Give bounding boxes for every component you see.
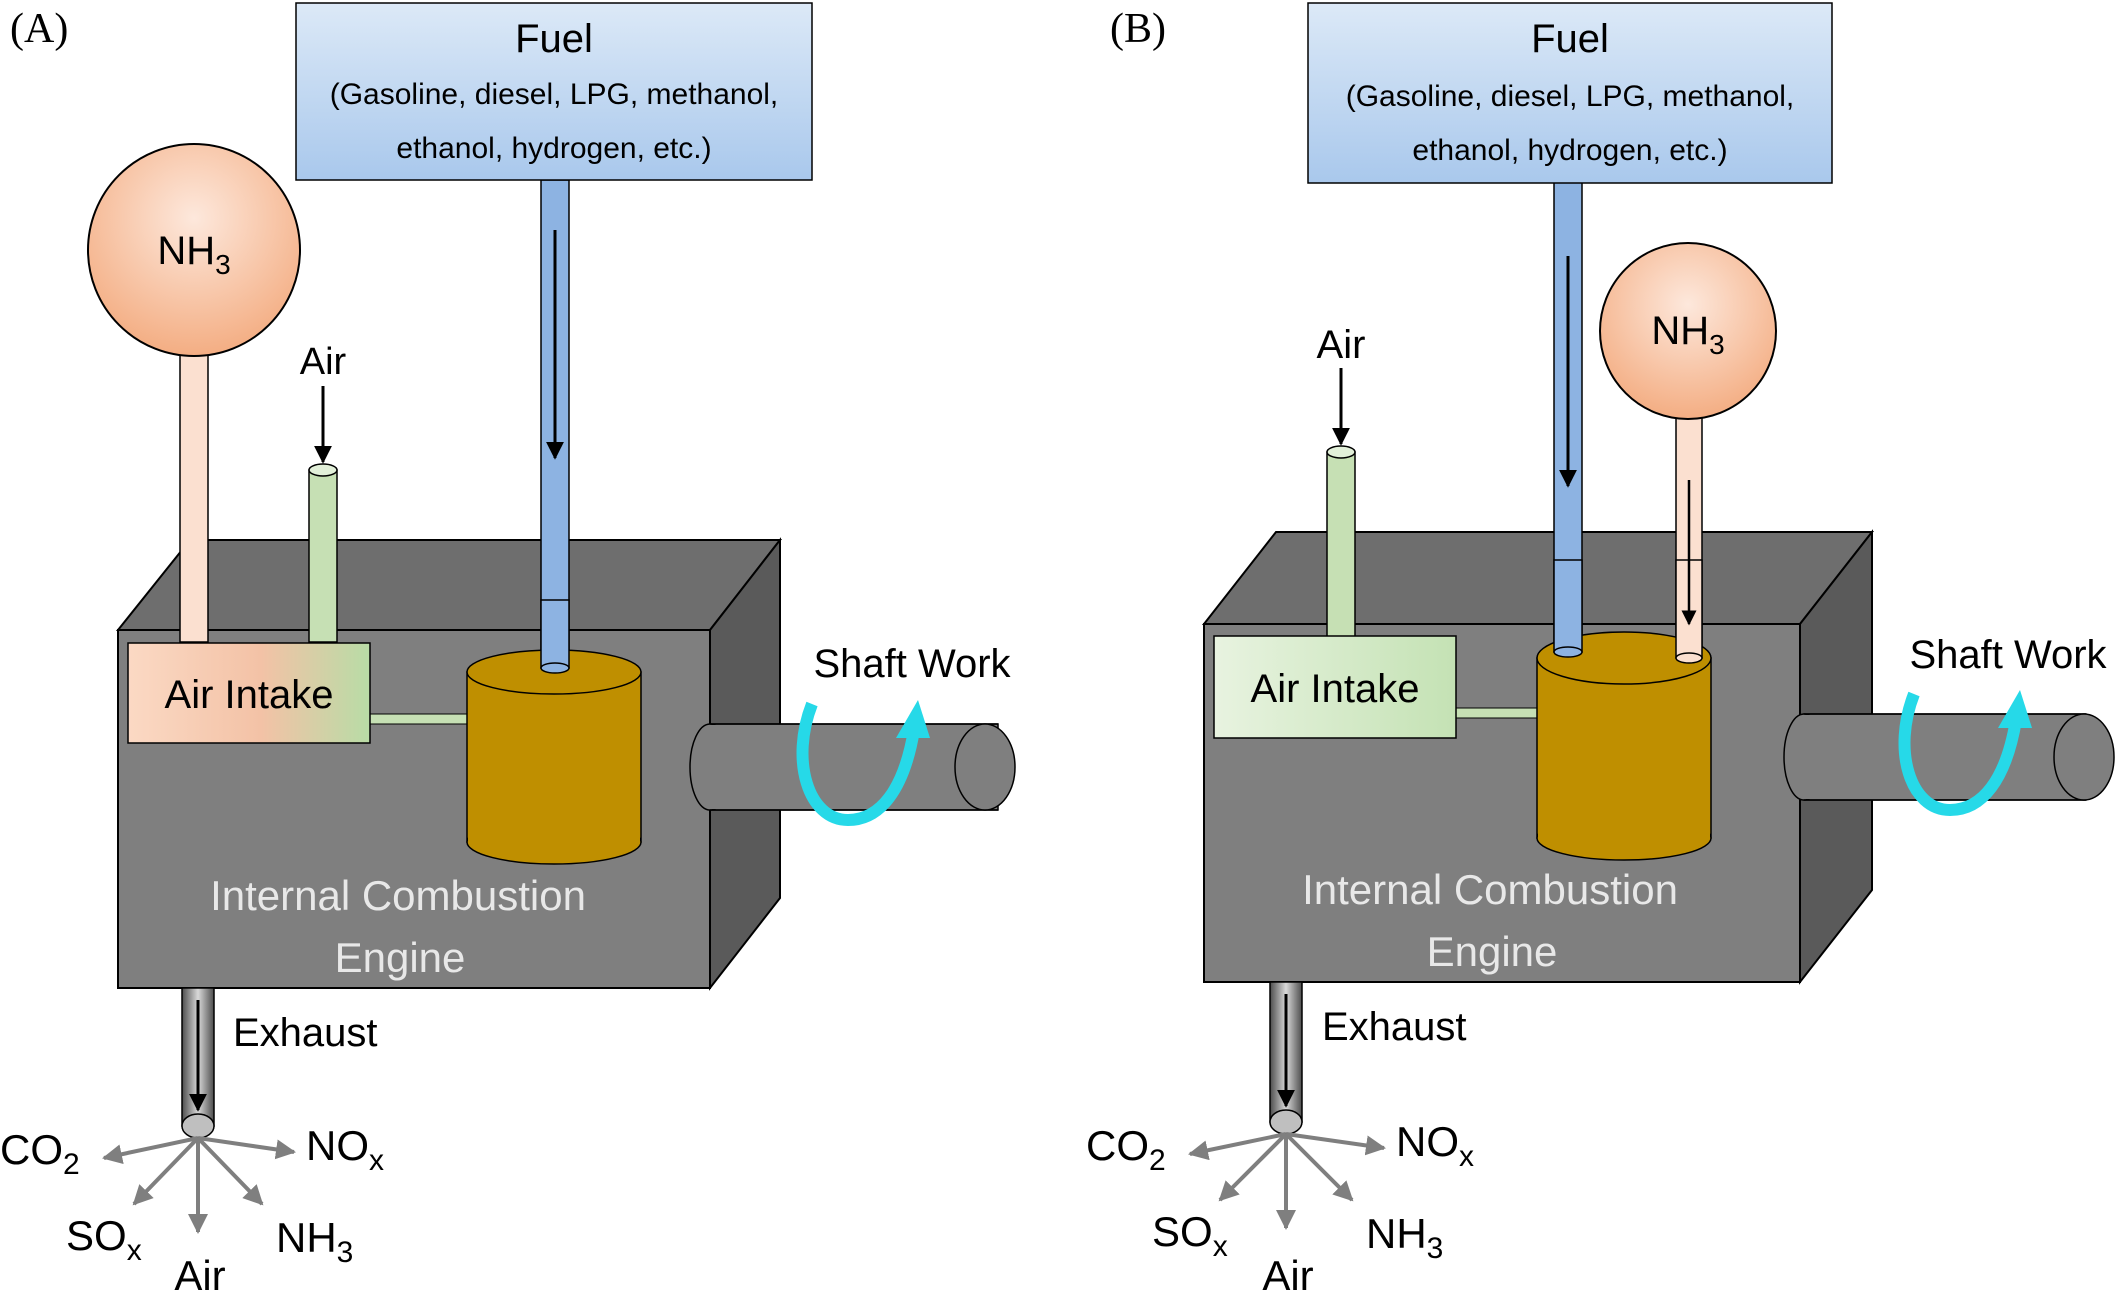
air-intake-label-b: Air Intake bbox=[1251, 667, 1420, 711]
emission-arrow-nh3-a bbox=[196, 1136, 264, 1206]
panel-a-tag: (A) bbox=[10, 6, 68, 52]
fuel-line1-a: (Gasoline, diesel, LPG, methanol, bbox=[330, 78, 779, 111]
shaft-rotation-arrow-a bbox=[796, 700, 930, 827]
air-intake-label-a: Air Intake bbox=[165, 673, 334, 717]
engine-block-a bbox=[115, 537, 783, 991]
air-label-a: Air bbox=[300, 341, 347, 383]
panel-a: (A) Air NH3 bbox=[0, 2, 1016, 1296]
fuel-box-a: Fuel (Gasoline, diesel, LPG, methanol, e… bbox=[295, 2, 813, 181]
emission-sox-b: SOx bbox=[1152, 1208, 1228, 1263]
exhaust-label-b: Exhaust bbox=[1322, 1005, 1467, 1049]
nh3-tank-label-a: NH3 bbox=[157, 229, 230, 280]
emission-arrow-sox-a bbox=[132, 1136, 200, 1206]
emission-nox-a: NOx bbox=[306, 1122, 384, 1177]
emission-co2-b: CO2 bbox=[1086, 1122, 1166, 1177]
fuel-line2-b: ethanol, hydrogen, etc.) bbox=[1412, 134, 1727, 167]
fuel-pipe-a bbox=[540, 179, 570, 674]
air-pipe-a bbox=[308, 386, 338, 643]
exhaust-pipe-b bbox=[1269, 981, 1303, 1135]
engine-label-line1-b: Internal Combustion bbox=[1302, 866, 1678, 913]
fuel-title-a: Fuel bbox=[515, 17, 593, 61]
emission-air-b: Air bbox=[1262, 1252, 1313, 1296]
air-pipe-b bbox=[1326, 368, 1356, 639]
air-label-b: Air bbox=[1317, 323, 1366, 367]
nh3-tank-b: NH3 bbox=[1599, 242, 1777, 420]
emission-arrow-co2-a bbox=[102, 1136, 199, 1165]
emission-air-a: Air bbox=[174, 1252, 225, 1296]
fuel-line1-b: (Gasoline, diesel, LPG, methanol, bbox=[1346, 80, 1795, 113]
combustion-cylinder-a bbox=[466, 599, 642, 865]
shaft-a bbox=[689, 723, 1016, 811]
engine-label-line2-a: Engine bbox=[335, 934, 466, 981]
panel-b-tag: (B) bbox=[1110, 6, 1166, 52]
emission-nh3-a: NH3 bbox=[276, 1214, 353, 1269]
intake-connector-b bbox=[1455, 707, 1543, 719]
shaft-work-label-a: Shaft Work bbox=[813, 642, 1011, 686]
emission-nh3-b: NH3 bbox=[1366, 1210, 1443, 1265]
emission-arrow-nh3-b bbox=[1284, 1132, 1354, 1202]
air-intake-b: Air Intake bbox=[1213, 635, 1457, 739]
emission-arrows-b bbox=[1188, 1132, 1386, 1230]
exhaust-pipe-a bbox=[181, 987, 215, 1139]
fuel-title-b: Fuel bbox=[1531, 17, 1609, 61]
combustion-cylinder-b bbox=[1536, 559, 1712, 861]
shaft-b bbox=[1783, 713, 2115, 801]
emission-co2-a: CO2 bbox=[0, 1126, 80, 1181]
fuel-line2-a: ethanol, hydrogen, etc.) bbox=[396, 132, 711, 165]
nh3-tank-label-b: NH3 bbox=[1651, 309, 1724, 360]
emission-sox-a: SOx bbox=[66, 1212, 142, 1267]
emission-arrows-a bbox=[102, 1136, 296, 1234]
nh3-tank-a: NH3 bbox=[87, 143, 301, 357]
emission-arrow-co2-b bbox=[1188, 1132, 1287, 1161]
engine-label-line1-a: Internal Combustion bbox=[210, 872, 586, 919]
nh3-pipe-a bbox=[179, 349, 209, 643]
panel-b: (B) NH3 Air bbox=[1086, 2, 2115, 1296]
air-intake-a: Air Intake bbox=[127, 642, 371, 744]
engine-label-line2-b: Engine bbox=[1427, 928, 1558, 975]
emission-nox-b: NOx bbox=[1396, 1118, 1474, 1173]
shaft-rotation-arrow-b bbox=[1898, 690, 2032, 817]
emission-arrow-nox-a bbox=[197, 1136, 296, 1160]
emission-arrow-nox-b bbox=[1285, 1132, 1386, 1156]
emission-arrow-sox-b bbox=[1218, 1132, 1288, 1202]
shaft-work-label-b: Shaft Work bbox=[1909, 633, 2107, 677]
intake-connector-a bbox=[369, 713, 469, 725]
fuel-box-b: Fuel (Gasoline, diesel, LPG, methanol, e… bbox=[1307, 2, 1833, 184]
exhaust-label-a: Exhaust bbox=[233, 1011, 378, 1055]
